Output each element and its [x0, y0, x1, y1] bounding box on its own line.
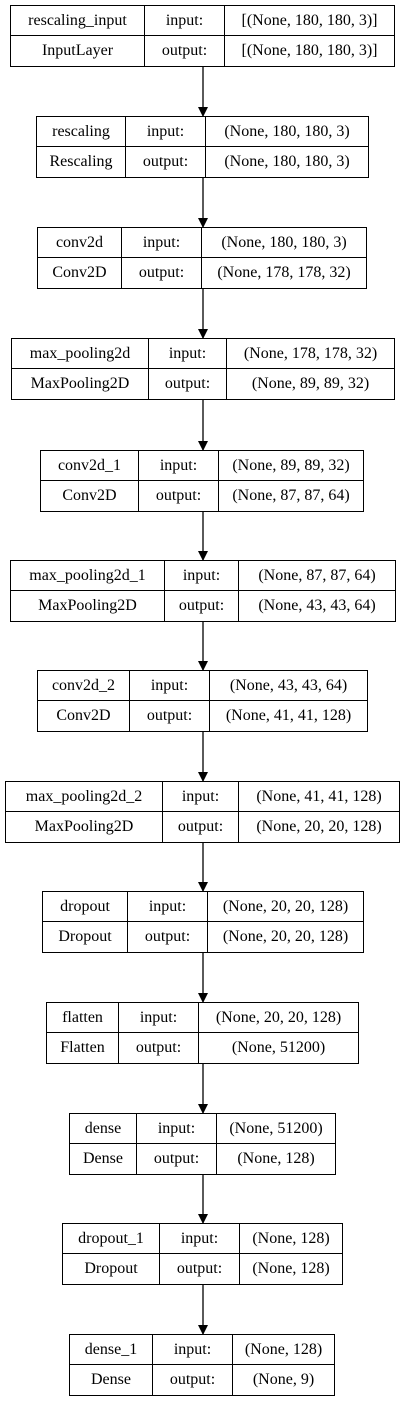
- input-shape: (None, 20, 20, 128): [199, 1003, 358, 1033]
- input-label: input:: [160, 1224, 240, 1254]
- layer-name: max_pooling2d: [12, 339, 149, 369]
- input-label: input:: [165, 561, 239, 591]
- input-label: input:: [122, 228, 202, 258]
- layer-type: Conv2D: [41, 481, 139, 511]
- layer-name: max_pooling2d_1: [11, 561, 165, 591]
- output-label: output:: [139, 481, 219, 511]
- output-label: output:: [165, 591, 239, 621]
- layer-name: dense: [70, 1114, 137, 1144]
- layer-type: Dense: [70, 1144, 137, 1174]
- input-shape: (None, 89, 89, 32): [219, 451, 363, 481]
- output-shape: (None, 9): [252, 1371, 315, 1388]
- layer-type: MaxPooling2D: [12, 369, 149, 399]
- output-label: output:: [149, 369, 227, 399]
- input-shape: (None, 51200): [217, 1114, 335, 1144]
- input-label: input:: [119, 1003, 199, 1033]
- input-shape: (None, 128): [240, 1224, 342, 1254]
- output-shape: (None, 51200): [231, 1039, 326, 1056]
- layer-name: conv2d: [38, 228, 122, 258]
- output-shape: (None, 128): [252, 1260, 330, 1277]
- input-shape: (None, 128): [233, 1335, 334, 1365]
- layer-name: dropout_1: [63, 1224, 160, 1254]
- output-label: output:: [122, 258, 202, 288]
- output-label: output:: [153, 1365, 233, 1395]
- layer-type: InputLayer: [11, 36, 145, 66]
- input-shape: (None, 180, 180, 3): [202, 228, 366, 258]
- output-shape: (None, 41, 41, 128): [225, 707, 352, 724]
- input-shape: (None, 180, 180, 3): [206, 117, 368, 147]
- output-label: output:: [145, 36, 225, 66]
- output-shape: (None, 178, 178, 32): [217, 264, 351, 281]
- output-shape: [(None, 180, 180, 3)]: [241, 42, 378, 59]
- input-label: input:: [153, 1335, 233, 1365]
- output-shape: (None, 20, 20, 128): [256, 818, 382, 835]
- layer-type: MaxPooling2D: [6, 812, 163, 842]
- layer-type: MaxPooling2D: [11, 591, 165, 621]
- output-shape: (None, 87, 87, 64): [232, 487, 350, 504]
- output-shape: (None, 128): [237, 1150, 315, 1167]
- input-label: input:: [145, 6, 225, 36]
- input-label: input:: [130, 671, 210, 701]
- layer-type: Dense: [70, 1365, 153, 1395]
- output-label: output:: [119, 1033, 199, 1063]
- layer-name: rescaling: [37, 117, 126, 147]
- output-shape: (None, 20, 20, 128): [222, 928, 349, 945]
- input-label: input:: [128, 892, 208, 922]
- layer-name: dense_1: [70, 1335, 153, 1365]
- input-shape: (None, 178, 178, 32): [227, 339, 394, 369]
- input-shape: (None, 43, 43, 64): [210, 671, 367, 701]
- layer-type: Conv2D: [38, 258, 122, 288]
- output-label: output:: [137, 1144, 217, 1174]
- output-label: output:: [128, 922, 208, 952]
- layer-name: flatten: [47, 1003, 119, 1033]
- output-shape: (None, 180, 180, 3): [224, 153, 350, 170]
- layer-type: Conv2D: [38, 701, 130, 731]
- input-label: input:: [149, 339, 227, 369]
- layer-type: Rescaling: [37, 147, 126, 177]
- layer-name: conv2d_1: [41, 451, 139, 481]
- layer-name: max_pooling2d_2: [6, 782, 163, 812]
- input-shape: (None, 20, 20, 128): [208, 892, 363, 922]
- output-label: output:: [130, 701, 210, 731]
- output-label: output:: [163, 812, 239, 842]
- input-shape: (None, 87, 87, 64): [239, 561, 395, 591]
- output-shape: (None, 43, 43, 64): [258, 597, 376, 614]
- output-label: output:: [126, 147, 206, 177]
- input-label: input:: [126, 117, 206, 147]
- layer-name: conv2d_2: [38, 671, 130, 701]
- input-label: input:: [163, 782, 239, 812]
- layer-name: dropout: [43, 892, 128, 922]
- input-label: input:: [139, 451, 219, 481]
- input-shape: (None, 41, 41, 128): [239, 782, 399, 812]
- layer-type: Dropout: [43, 922, 128, 952]
- layer-name: rescaling_input: [11, 6, 145, 36]
- input-label: input:: [137, 1114, 217, 1144]
- layer-type: Flatten: [47, 1033, 119, 1063]
- layer-type: Dropout: [63, 1254, 160, 1284]
- output-label: output:: [160, 1254, 240, 1284]
- input-shape: [(None, 180, 180, 3)]: [225, 6, 394, 36]
- output-shape: (None, 89, 89, 32): [251, 375, 370, 392]
